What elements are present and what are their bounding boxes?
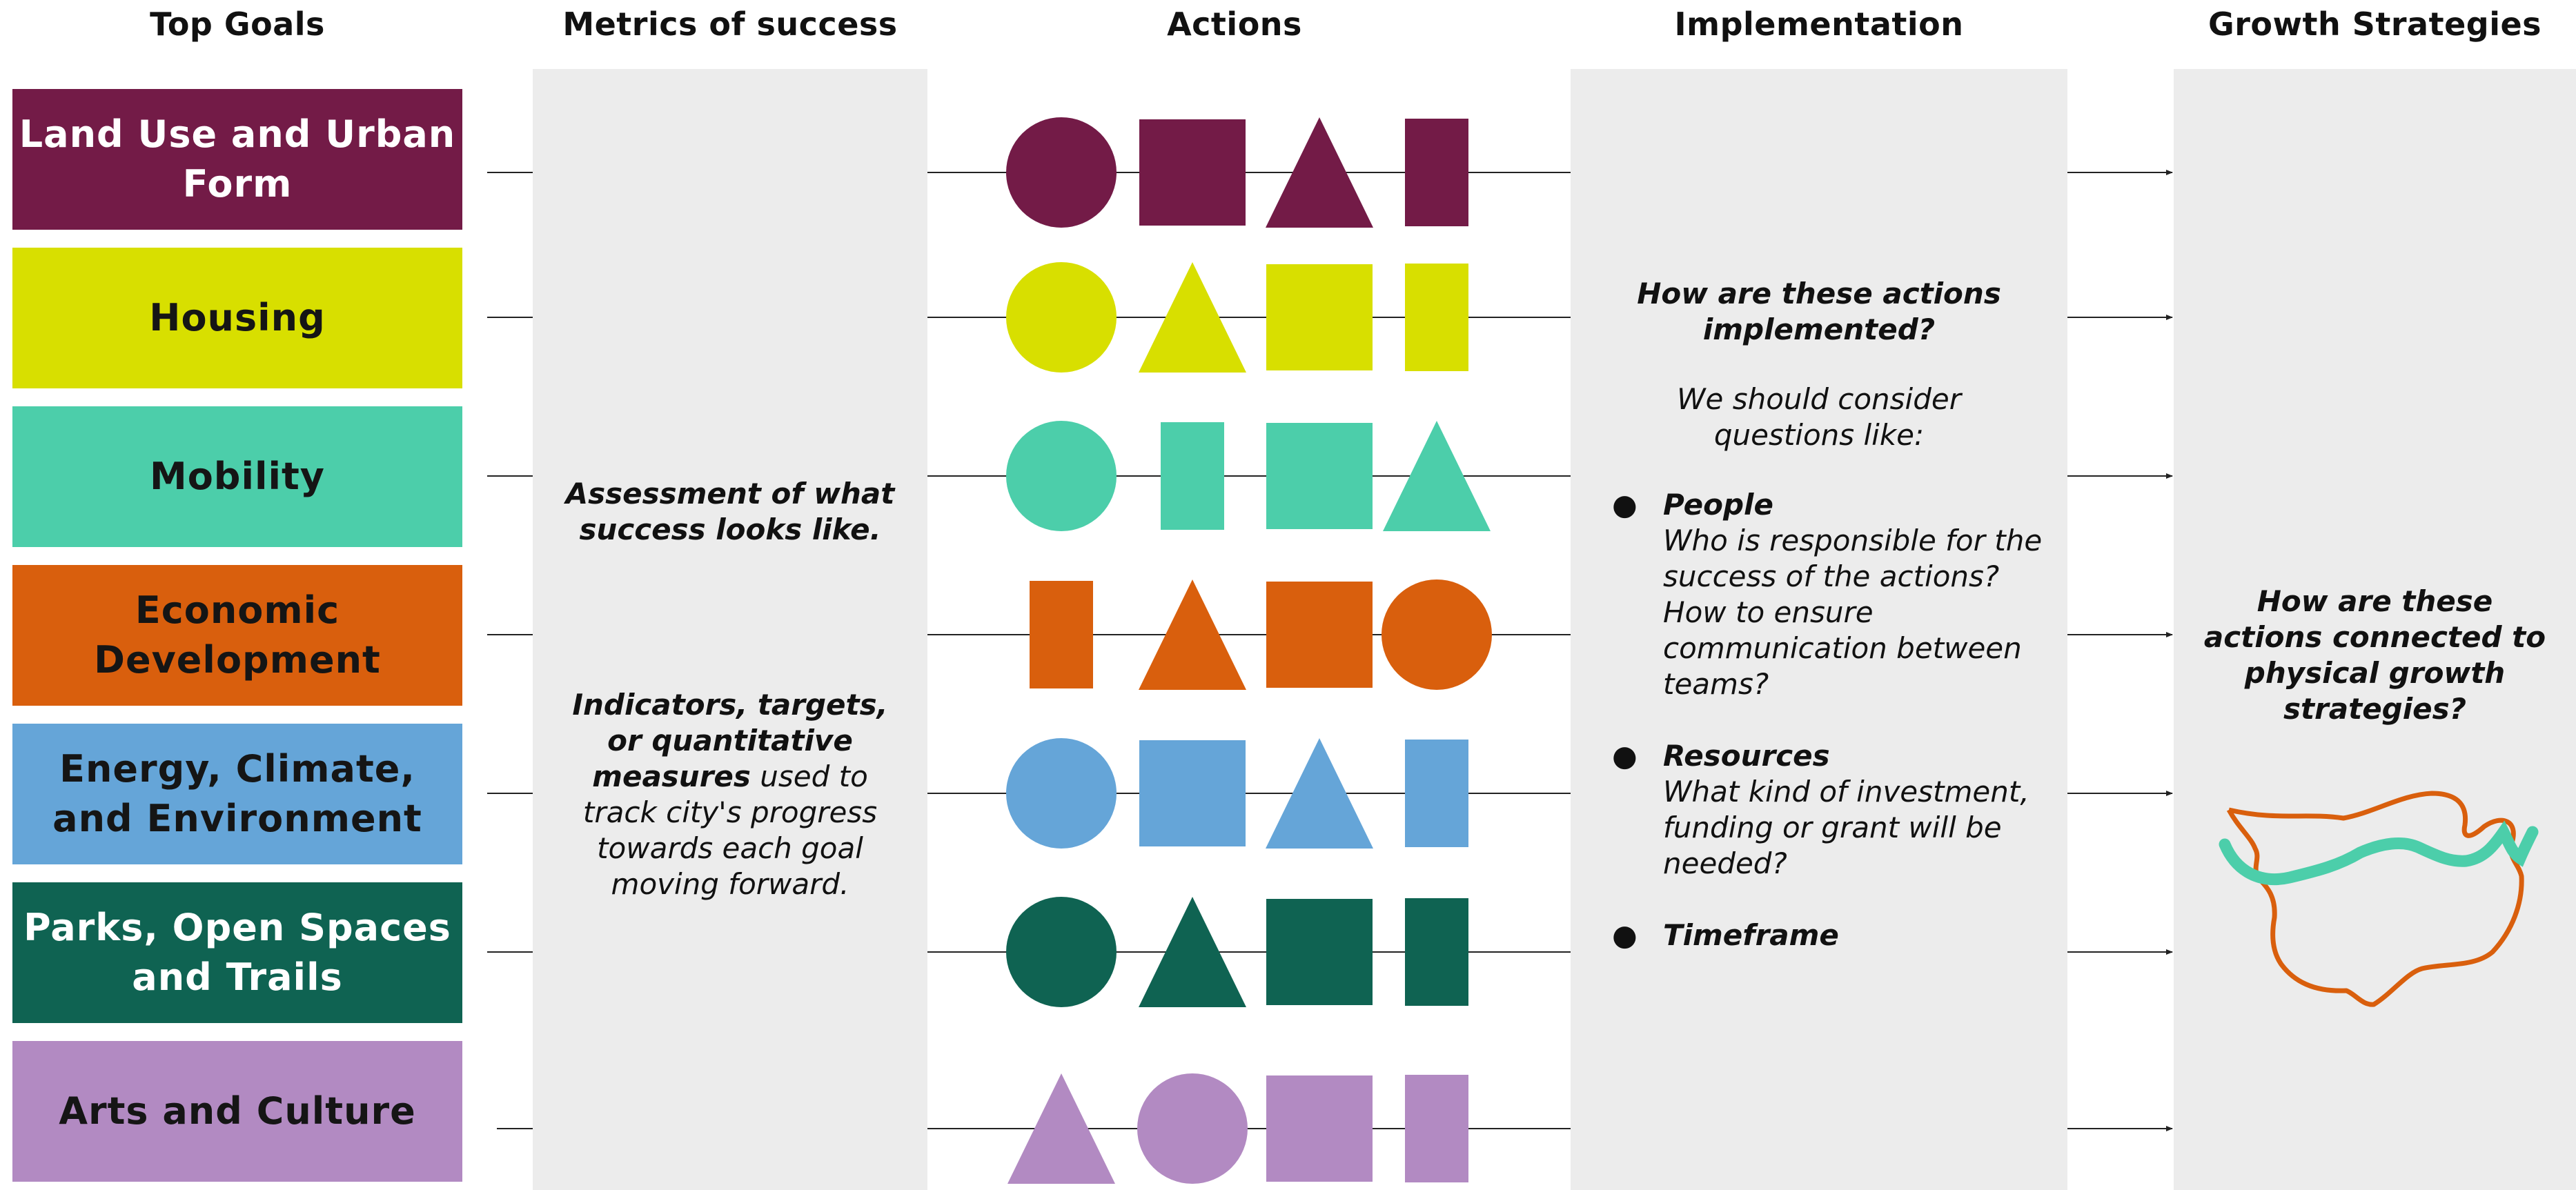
action-bar-icon — [1405, 898, 1468, 1006]
city-boundary-line — [2226, 791, 2524, 1007]
action-triangle-icon — [1007, 1073, 1115, 1184]
goal-housing: Housing — [12, 248, 462, 388]
goal-parks: Parks, Open Spaces and Trails — [12, 882, 462, 1023]
list-item-text: Who is responsible for the success of th… — [1663, 524, 2043, 701]
list-item-title: Resources — [1663, 739, 1830, 773]
action-square-icon — [1266, 264, 1373, 370]
list-item-text: What kind of investment, funding or gran… — [1663, 775, 2029, 880]
goal-mobility: Mobility — [12, 406, 462, 547]
metrics-indicators-rest: used to track city's progress towards ea… — [582, 760, 878, 901]
action-square-icon — [1139, 119, 1246, 226]
action-circle-icon — [1006, 421, 1117, 531]
action-triangle-icon — [1139, 897, 1246, 1007]
goal-land-use: Land Use and Urban Form — [12, 89, 462, 230]
list-item-timeframe: ● Timeframe — [1612, 918, 2054, 953]
action-bar-icon — [1161, 422, 1224, 530]
bullet-icon: ● — [1612, 488, 1638, 522]
header-growth-strategies: Growth Strategies — [2208, 6, 2542, 43]
goal-arts-culture: Arts and Culture — [12, 1041, 462, 1182]
header-metrics: Metrics of success — [562, 6, 898, 43]
implementation-list: ● People Who is responsible for the succ… — [1612, 487, 2054, 953]
header-actions: Actions — [1167, 6, 1302, 43]
list-item-people: ● People Who is responsible for the succ… — [1612, 487, 2054, 702]
list-item-title: Timeframe — [1663, 918, 1839, 952]
implementation-question: How are these actions implemented? — [1612, 276, 2026, 348]
action-bar-icon — [1405, 1075, 1468, 1182]
action-square-icon — [1266, 899, 1373, 1005]
header-implementation: Implementation — [1674, 6, 1964, 43]
action-triangle-icon — [1383, 421, 1491, 531]
action-shapes — [1006, 117, 1492, 1184]
action-triangle-icon — [1266, 738, 1373, 849]
action-bar-icon — [1405, 740, 1468, 847]
growth-corridor-line — [2219, 820, 2539, 886]
bullet-icon: ● — [1612, 739, 1638, 773]
list-item-title: People — [1663, 488, 1773, 522]
action-bar-icon — [1405, 264, 1468, 371]
metrics-assessment-text: Assessment of what success looks like. — [545, 476, 915, 548]
action-circle-icon — [1006, 738, 1117, 849]
action-square-icon — [1139, 740, 1246, 846]
action-circle-icon — [1137, 1073, 1248, 1184]
header-top-goals: Top Goals — [150, 6, 325, 43]
action-triangle-icon — [1266, 117, 1373, 228]
growth-question-label: How are these actions connected to physi… — [2203, 584, 2546, 726]
action-bar-icon — [1405, 119, 1468, 226]
implementation-question-label: How are these actions implemented? — [1637, 277, 2001, 346]
action-square-icon — [1266, 1075, 1373, 1182]
action-circle-icon — [1006, 262, 1117, 373]
metrics-panel — [533, 69, 927, 1190]
metrics-indicators-text: Indicators, targets, or quantitative mea… — [553, 687, 907, 902]
action-square-icon — [1266, 582, 1373, 688]
action-bar-icon — [1030, 581, 1093, 688]
implementation-panel — [1571, 69, 2067, 1190]
action-triangle-icon — [1139, 262, 1246, 373]
action-circle-icon — [1006, 117, 1117, 228]
metrics-indicators-bold: Indicators, targets, or quantitative mea… — [572, 688, 888, 793]
growth-question: How are these actions connected to physi… — [2201, 584, 2548, 727]
action-circle-icon — [1382, 579, 1492, 690]
action-square-icon — [1266, 423, 1373, 529]
action-circle-icon — [1006, 897, 1117, 1007]
metrics-assessment-label: Assessment of what success looks like. — [565, 477, 895, 546]
action-triangle-icon — [1139, 579, 1246, 690]
goal-energy-climate: Energy, Climate, and Environment — [12, 724, 462, 864]
list-item-resources: ● Resources What kind of investment, fun… — [1612, 738, 2054, 882]
bullet-icon: ● — [1612, 918, 1638, 952]
goal-economic-development: Economic Development — [12, 565, 462, 706]
implementation-intro: We should consider questions like: — [1677, 382, 1961, 452]
growth-map-icon — [2219, 791, 2539, 1007]
